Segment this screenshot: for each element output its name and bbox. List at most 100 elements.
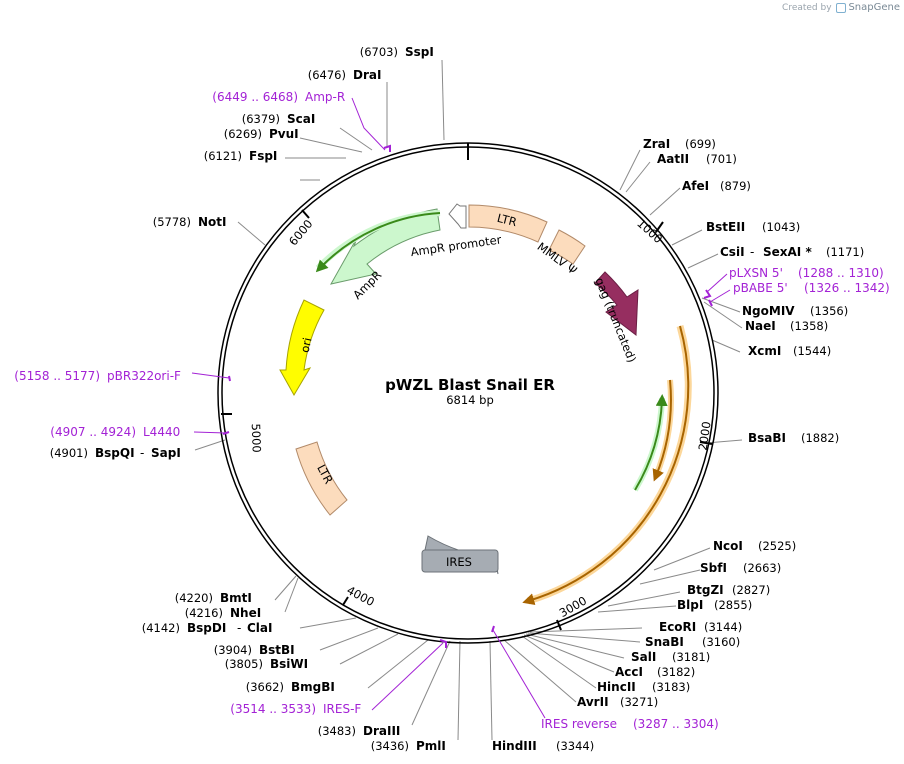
site-pmli[interactable]: (3436) PmlI <box>371 739 446 753</box>
feature-ires-box[interactable] <box>421 549 499 573</box>
site-sbfi[interactable]: SbfI (2663) <box>700 561 781 575</box>
site-snabi[interactable]: SnaBI (3160) <box>645 635 740 649</box>
site-csii-sexai[interactable]: CsiI - SexAI * (1171) <box>720 245 864 259</box>
primer-ires-f[interactable]: (3514 .. 3533) IRES-F <box>230 702 361 716</box>
site-scai[interactable]: (6379) ScaI <box>242 112 316 126</box>
svg-text:BspDI: BspDI <box>187 621 226 635</box>
snapgene-brand: Created by SnapGene <box>782 2 900 13</box>
site-hincii[interactable]: HincII (3183) <box>597 680 690 694</box>
svg-text:(3904): (3904) <box>214 643 252 657</box>
primer-plxsn-5[interactable]: pLXSN 5' (1288 .. 1310) <box>729 266 884 280</box>
site-pvui[interactable]: (6269) PvuI <box>224 127 299 141</box>
svg-text:(2525): (2525) <box>758 539 796 553</box>
feature-ltr-top[interactable] <box>468 204 548 243</box>
svg-text:AatII: AatII <box>657 152 689 166</box>
orf-large[interactable] <box>522 325 690 606</box>
orf-ampr[interactable] <box>315 212 441 273</box>
site-sali[interactable]: SalI (3181) <box>631 650 710 664</box>
svg-text:(3183): (3183) <box>652 680 690 694</box>
svg-text:(1356): (1356) <box>810 304 848 318</box>
site-xcmi[interactable]: XcmI (1544) <box>748 344 831 358</box>
svg-text:(1326 .. 1342): (1326 .. 1342) <box>804 281 890 295</box>
site-noti[interactable]: (5778) NotI <box>153 215 227 229</box>
primer-pbabe-5[interactable]: pBABE 5' (1326 .. 1342) <box>733 281 890 295</box>
svg-text:(6379): (6379) <box>242 112 280 126</box>
site-bmgbi[interactable]: (3662) BmgBI <box>246 680 335 694</box>
svg-text:(3514 .. 3533): (3514 .. 3533) <box>230 702 316 716</box>
site-bspqi-sapi[interactable]: (4901) BspQI - SapI <box>50 446 181 460</box>
svg-text:pLXSN 5': pLXSN 5' <box>729 266 783 280</box>
feature-mmlv-psi[interactable] <box>548 229 586 265</box>
site-fspi[interactable]: (6121) FspI <box>204 149 278 163</box>
svg-text:(3805): (3805) <box>225 657 263 671</box>
svg-text:(1544): (1544) <box>793 344 831 358</box>
primer-l4440[interactable]: (4907 .. 4924) L4440 <box>50 425 180 439</box>
site-ncoi[interactable]: NcoI (2525) <box>713 539 796 553</box>
feature-ori-label: ori <box>298 336 315 354</box>
orf-green[interactable] <box>634 394 668 491</box>
site-ecori[interactable]: EcoRI (3144) <box>659 620 742 634</box>
feature-ampr-promoter[interactable] <box>448 203 467 229</box>
primer-pbr322ori-f[interactable]: (5158 .. 5177) pBR322ori-F <box>14 369 181 383</box>
site-bmti[interactable]: (4220) BmtI <box>175 591 252 605</box>
svg-text:ZraI: ZraI <box>643 137 670 151</box>
svg-text:DraI: DraI <box>353 68 381 82</box>
leader-lines <box>194 59 743 741</box>
svg-text:-: - <box>140 446 144 460</box>
site-aatii[interactable]: AatII (701) <box>657 152 737 166</box>
svg-text:(6269): (6269) <box>224 127 262 141</box>
site-bsabi[interactable]: BsaBI (1882) <box>748 431 839 445</box>
tick-6000: 6000 <box>286 217 316 248</box>
primer-ires-reverse[interactable]: IRES reverse (3287 .. 3304) <box>541 717 719 731</box>
svg-text:(3662): (3662) <box>246 680 284 694</box>
feature-gag[interactable] <box>594 271 639 336</box>
svg-text:CsiI: CsiI <box>720 245 745 259</box>
site-bstbi[interactable]: (3904) BstBI <box>214 643 295 657</box>
orf-mid[interactable] <box>652 379 672 482</box>
svg-text:NotI: NotI <box>198 215 227 229</box>
site-sspi[interactable]: (6703) SspI <box>360 45 434 59</box>
site-draiii[interactable]: (3483) DraIII <box>318 724 401 738</box>
svg-text:SapI: SapI <box>151 446 181 460</box>
svg-text:pBABE 5': pBABE 5' <box>733 281 788 295</box>
primer-amp-r[interactable]: (6449 .. 6468) Amp-R <box>212 90 345 104</box>
plasmid-length: 6814 bp <box>446 393 494 407</box>
site-drai[interactable]: (6476) DraI <box>308 68 382 82</box>
site-bsteii[interactable]: BstEII (1043) <box>706 220 800 234</box>
site-zrai[interactable]: ZraI (699) <box>643 137 716 151</box>
svg-text:AvrII: AvrII <box>577 695 609 709</box>
site-hindiii[interactable]: HindIII (3344) <box>492 739 594 753</box>
svg-text:(3271): (3271) <box>620 695 658 709</box>
site-btgzi[interactable]: BtgZI (2827) <box>687 583 770 597</box>
site-avrii[interactable]: AvrII (3271) <box>577 695 658 709</box>
svg-text:(879): (879) <box>720 179 751 193</box>
site-naei[interactable]: NaeI (1358) <box>745 319 828 333</box>
svg-text:IRES reverse: IRES reverse <box>541 717 617 731</box>
feature-ori[interactable] <box>279 299 325 397</box>
svg-text:(6121): (6121) <box>204 149 242 163</box>
site-bspdi-clai[interactable]: (4142) BspDI - ClaI <box>142 621 273 635</box>
svg-text:(6476): (6476) <box>308 68 346 82</box>
site-bsiwi[interactable]: (3805) BsiWI <box>225 657 308 671</box>
svg-text:-: - <box>750 245 754 259</box>
svg-text:ScaI: ScaI <box>287 112 315 126</box>
svg-text:(1358): (1358) <box>790 319 828 333</box>
plasmid-name: pWZL Blast Snail ER <box>385 376 555 394</box>
svg-text:(4901): (4901) <box>50 446 88 460</box>
svg-text:BstBI: BstBI <box>259 643 295 657</box>
svg-text:BstEII: BstEII <box>706 220 745 234</box>
site-blpi[interactable]: BlpI (2855) <box>677 598 752 612</box>
svg-text:(701): (701) <box>706 152 737 166</box>
svg-text:-: - <box>237 621 241 635</box>
feature-ampr-promoter-label: AmpR promoter <box>410 232 503 259</box>
feature-ltr-bottom[interactable] <box>295 441 348 516</box>
site-ngomiv[interactable]: NgoMIV (1356) <box>742 304 848 318</box>
svg-text:(5778): (5778) <box>153 215 191 229</box>
site-acci[interactable]: AccI (3182) <box>615 665 695 679</box>
site-nhei[interactable]: (4216) NheI <box>185 606 261 620</box>
site-afei[interactable]: AfeI (879) <box>682 179 751 193</box>
svg-text:(3436): (3436) <box>371 739 409 753</box>
svg-text:(4907 .. 4924): (4907 .. 4924) <box>50 425 136 439</box>
svg-text:IRES-F: IRES-F <box>323 702 361 716</box>
